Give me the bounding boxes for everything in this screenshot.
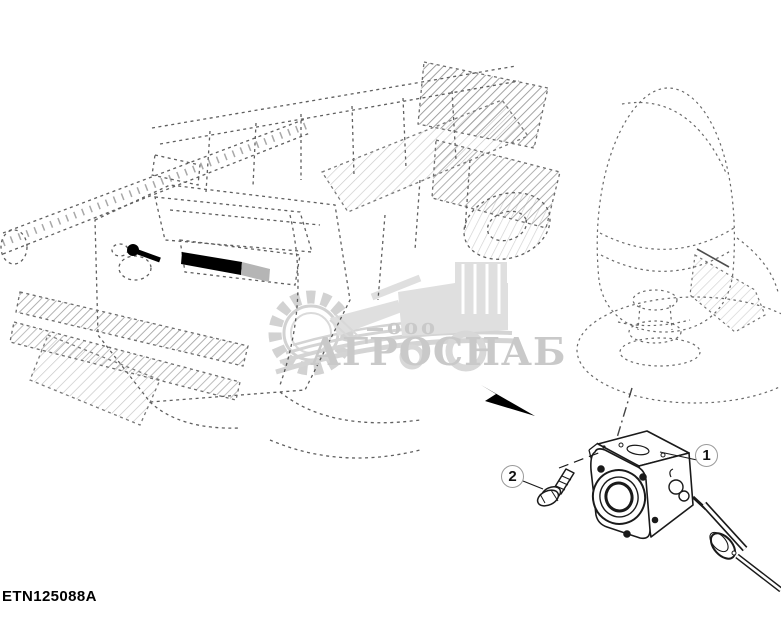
cable-drawing [691,495,781,593]
callout-2: 2 [501,465,524,488]
beacon-line-drawing [576,87,781,404]
watermark-dash [367,328,383,331]
watermark-org-prefix: ooo [387,314,439,339]
highlight-bar-gray-tail [241,262,270,282]
camera-location-highlight [127,244,270,282]
callout-1-leader [659,451,698,461]
camera-detail-drawing [588,430,694,540]
callout-2-number: 2 [508,468,517,485]
machine-line-drawing [0,61,561,459]
watermark-logo [268,262,516,376]
pointer-arrow [481,385,535,416]
callout-2-leader [522,480,544,490]
callout-1: 1 [695,444,718,467]
callout-1-number: 1 [702,447,711,464]
mini-camera-icon [127,244,139,256]
drawing-code-label: ETN125088A [2,588,97,605]
centerline-leader [615,387,633,442]
harvester-icon [329,262,508,372]
bolt-leader-line [558,451,602,469]
highlight-bar [181,252,242,275]
bolt-drawing [536,468,575,507]
watermark-company-name: АГРОСНАБ [310,329,567,374]
